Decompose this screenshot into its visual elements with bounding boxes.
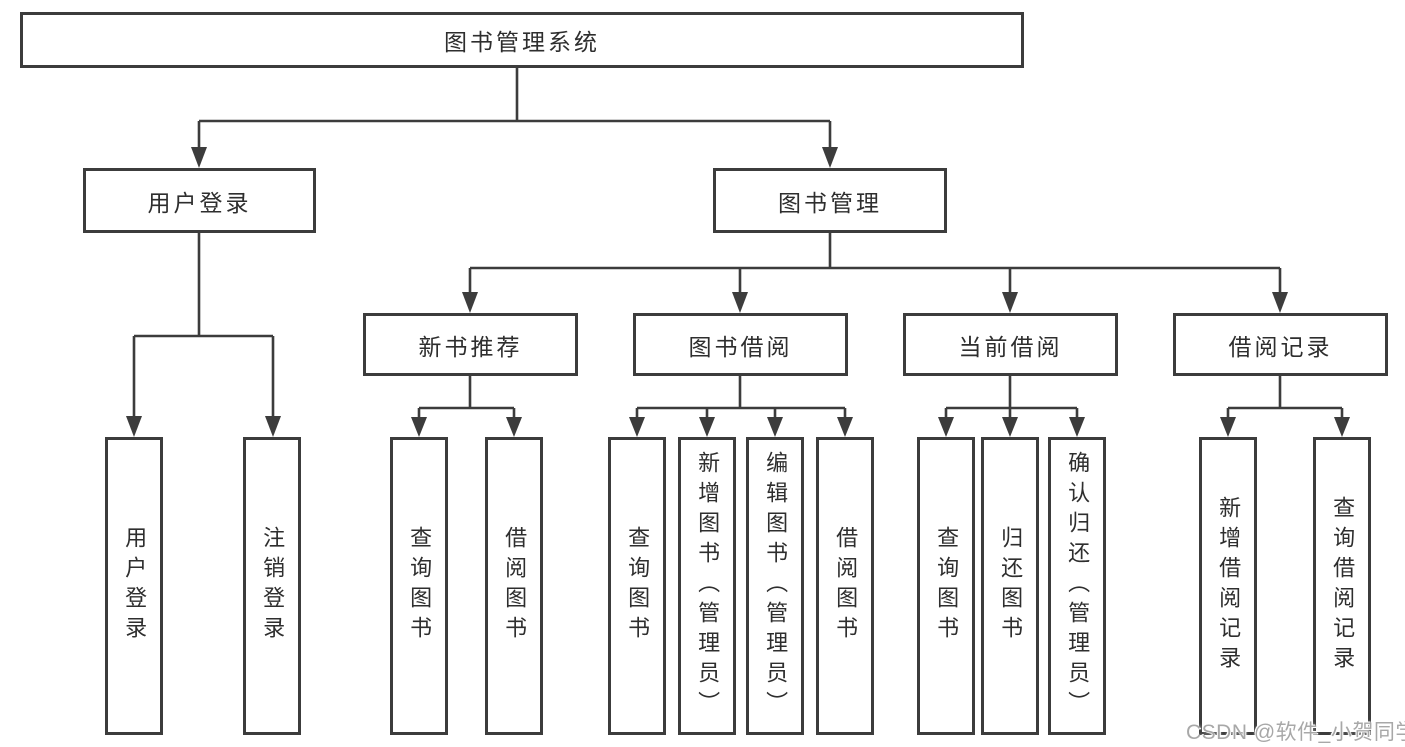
leaf-add-borrow-record-label: 新增借阅记录	[1216, 496, 1242, 676]
leaf-edit-books-admin: 编辑图书（管理员）	[746, 437, 804, 735]
csdn-watermark: CSDN @软件_小贺同学	[1186, 721, 1405, 744]
node-book-management: 图书管理	[713, 168, 947, 233]
leaf-add-books-admin: 新增图书（管理员）	[678, 437, 736, 735]
leaf-return-books-label: 归还图书	[998, 526, 1024, 646]
leaf-borrow-books-recommend-label: 借阅图书	[502, 526, 528, 646]
leaf-borrow-books-borrowing: 借阅图书	[816, 437, 874, 735]
leaf-add-borrow-record: 新增借阅记录	[1199, 437, 1257, 735]
leaf-query-books-borrowing: 查询图书	[608, 437, 666, 735]
leaf-borrow-books-recommend: 借阅图书	[485, 437, 543, 735]
leaf-query-borrow-record-label: 查询借阅记录	[1330, 496, 1356, 676]
node-borrowing-records: 借阅记录	[1173, 313, 1388, 376]
node-current-borrowing: 当前借阅	[903, 313, 1118, 376]
leaf-logout: 注销登录	[243, 437, 301, 735]
node-root: 图书管理系统	[20, 12, 1024, 68]
leaf-add-books-admin-label: 新增图书（管理员）	[695, 451, 721, 721]
leaf-query-books-current-label: 查询图书	[934, 526, 960, 646]
leaf-query-books-borrowing-label: 查询图书	[625, 526, 651, 646]
leaf-query-borrow-record: 查询借阅记录	[1313, 437, 1371, 735]
leaf-borrow-books-borrowing-label: 借阅图书	[833, 526, 859, 646]
leaf-query-books-recommend: 查询图书	[390, 437, 448, 735]
node-book-borrowing: 图书借阅	[633, 313, 848, 376]
leaf-query-books-recommend-label: 查询图书	[407, 526, 433, 646]
leaf-confirm-return-admin-label: 确认归还（管理员）	[1065, 451, 1091, 721]
leaf-edit-books-admin-label: 编辑图书（管理员）	[763, 451, 789, 721]
leaf-user-login: 用户登录	[105, 437, 163, 735]
leaf-confirm-return-admin: 确认归还（管理员）	[1048, 437, 1106, 735]
leaf-logout-label: 注销登录	[260, 526, 286, 646]
node-new-book-recommend: 新书推荐	[363, 313, 578, 376]
node-user-login: 用户登录	[83, 168, 316, 233]
leaf-user-login-label: 用户登录	[122, 526, 148, 646]
leaf-query-books-current: 查询图书	[917, 437, 975, 735]
leaf-return-books: 归还图书	[981, 437, 1039, 735]
